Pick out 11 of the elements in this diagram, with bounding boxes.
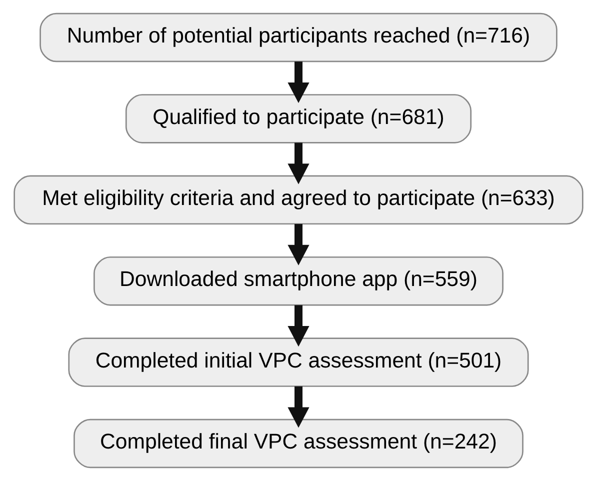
arrow [288,62,310,104]
arrow [288,142,310,184]
arrow [288,305,310,347]
node-box: Qualified to participate (n=681) [125,94,472,144]
node-box: Completed initial VPC assessment (n=501) [68,338,529,387]
node-box: Met eligibility criteria and agreed to participate (n=633) [14,175,584,225]
arrow [288,224,310,266]
node-box: Number of potential participants reached (n=716) [40,12,558,62]
arrow [288,386,310,428]
node-box: Downloaded smartphone app (n=559) [94,256,504,306]
node-box: Completed final VPC assessment (n=242) [74,418,524,468]
